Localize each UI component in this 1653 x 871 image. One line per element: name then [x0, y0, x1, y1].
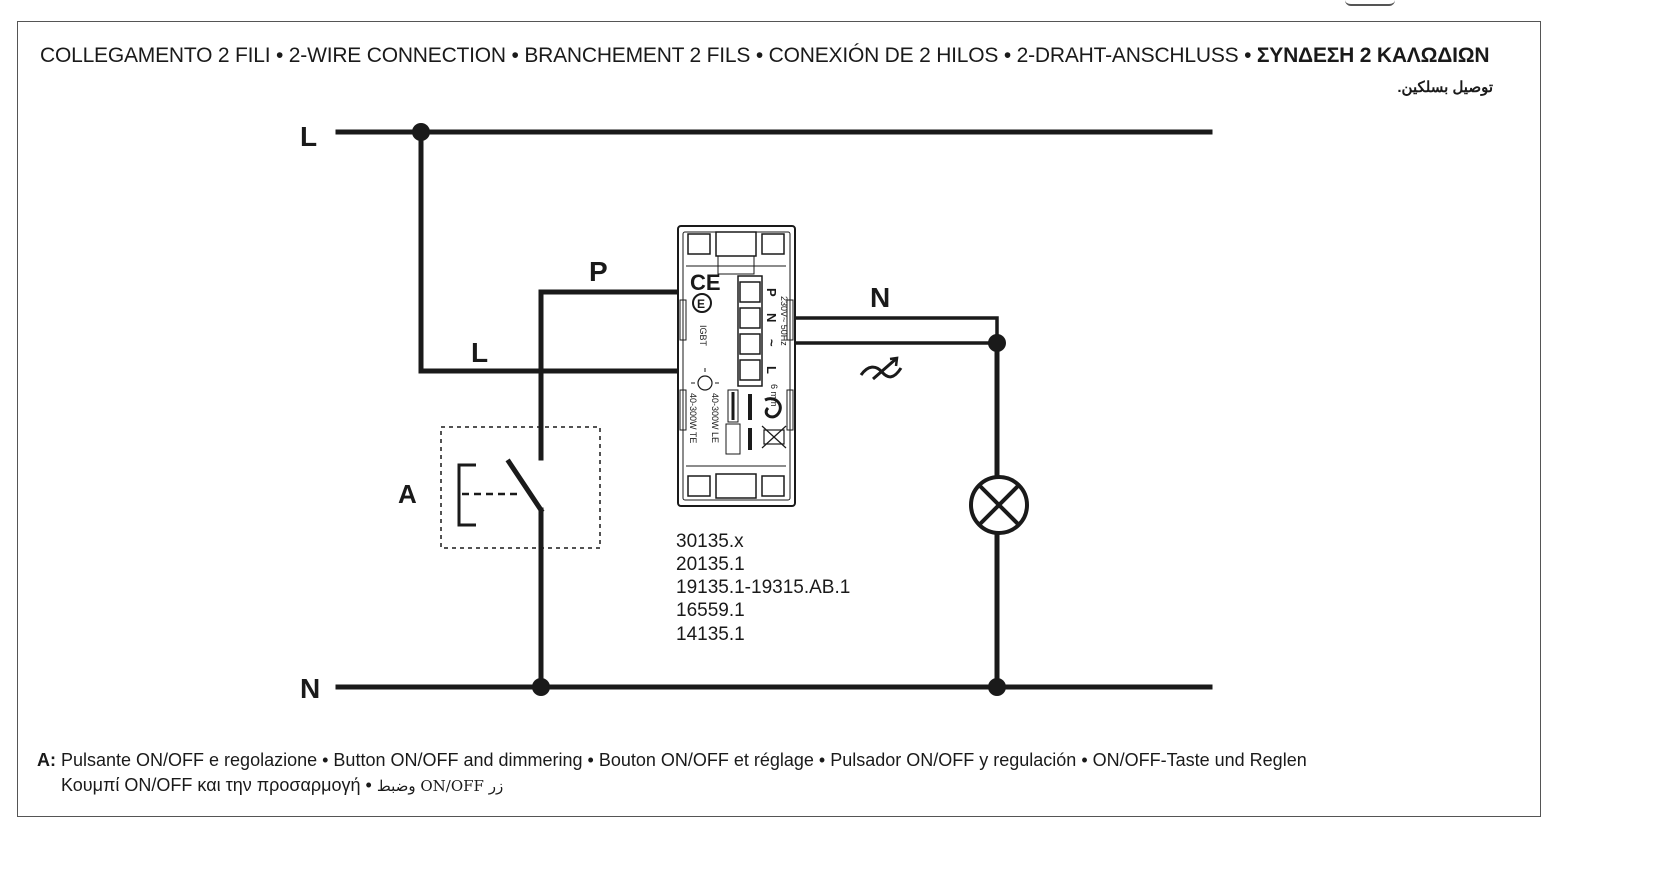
- model-code: 19135.1-19315.AB.1: [676, 577, 850, 598]
- n-wire-label: N: [870, 282, 890, 313]
- dimmer-logo-icon: [764, 397, 782, 419]
- legend-arabic: زر ON/OFF وضبط: [376, 777, 504, 795]
- lightbulb-icon: [691, 368, 719, 391]
- l-wire: [418, 129, 748, 374]
- legend-text: Pulsante ON/OFF e regolazione • Button O…: [56, 750, 1307, 770]
- model-code: 16559.1: [676, 600, 745, 621]
- dimmer-symbol-icon: [859, 356, 903, 381]
- load-le-label: 40-300W LE: [710, 393, 720, 443]
- page-title: COLLEGAMENTO 2 FILI • 2-WIRE CONNECTION …: [40, 44, 1490, 68]
- diagram-frame: [17, 21, 1541, 817]
- igbt-label: IGBT: [698, 325, 708, 347]
- strip-length-label: 6 mm: [769, 384, 779, 407]
- neutral-bus-label: N: [300, 673, 320, 704]
- terminal-label-n: N: [764, 313, 779, 322]
- terminal-label-p: P: [764, 288, 779, 297]
- switch-blade: [505, 458, 545, 514]
- weee-bin-icon: [761, 425, 787, 449]
- model-code: 30135.x: [676, 531, 744, 552]
- lamp-icon: [969, 475, 1029, 535]
- legend-key: A:: [37, 750, 56, 770]
- title-greek: ΣΥΝΔΕΣΗ 2 ΚΑΛΩΔΙΩΝ: [1256, 44, 1490, 67]
- legend: A: Pulsante ON/OFF e regolazione • Butto…: [37, 748, 1307, 799]
- ce-circle-icon: E: [692, 293, 712, 313]
- switch-label: A: [398, 479, 417, 509]
- page-edge-mark: [1345, 0, 1395, 6]
- legend-line-1: A: Pulsante ON/OFF e regolazione • Butto…: [37, 748, 1307, 773]
- p-wire-label: P: [589, 256, 608, 287]
- model-code: 14135.1: [676, 624, 745, 645]
- ce-mark: CE: [690, 270, 721, 295]
- terminal-label-output: ~: [764, 339, 779, 347]
- legend-line-2: Κουμπί ON/OFF και την προσαρμογή • زر ON…: [37, 773, 1307, 799]
- push-button-icon: [457, 463, 476, 527]
- title-arabic: توصيل بسلكين.: [1397, 79, 1493, 96]
- title-multilingual: COLLEGAMENTO 2 FILI • 2-WIRE CONNECTION …: [40, 44, 1257, 67]
- svg-text:E: E: [697, 297, 705, 311]
- model-code: 20135.1: [676, 554, 745, 575]
- rating-label: 230V~ 50Hz: [779, 296, 789, 346]
- terminal-label-l: L: [764, 366, 779, 374]
- load-te-label: 40-300W TE: [688, 393, 698, 443]
- switch-dashed-box: [440, 426, 601, 549]
- dimmer-module: CE E IGBT 230V~ 50Hz 6 mm 40-300W LE 40-…: [677, 225, 796, 507]
- legend-greek: Κουμπί ON/OFF και την προσαρμογή •: [61, 775, 377, 795]
- l-wire-label: L: [471, 337, 488, 368]
- line-bus-label: L: [300, 121, 317, 152]
